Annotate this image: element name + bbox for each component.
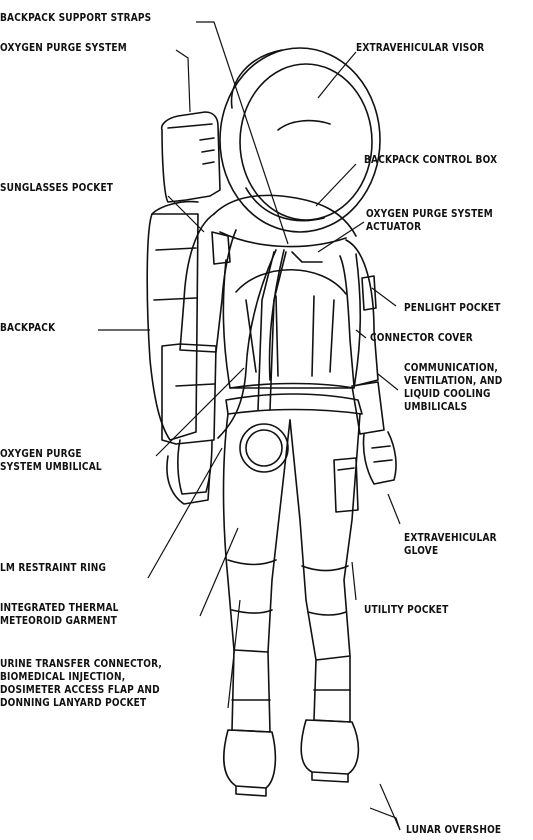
- label-oxygen-purge-system: OXYGEN PURGE SYSTEM: [0, 42, 127, 55]
- left-arm-shape: [162, 214, 236, 504]
- label-umbilicals: COMMUNICATION, VENTILATION, AND LIQUID C…: [404, 362, 502, 414]
- label-line: UMBILICALS: [404, 401, 502, 414]
- label-utility-pocket: UTILITY POCKET: [364, 604, 448, 617]
- label-line: URINE TRANSFER CONNECTOR,: [0, 658, 162, 671]
- label-line: BIOMEDICAL INJECTION,: [0, 671, 162, 684]
- label-line: INTEGRATED THERMAL: [0, 602, 119, 615]
- label-line: METEOROID GARMENT: [0, 615, 119, 628]
- right-arm-shape: [340, 240, 396, 484]
- label-line: EXTRAVEHICULAR: [404, 532, 497, 545]
- torso-shape: [214, 195, 362, 414]
- label-connector-cover: CONNECTOR COVER: [370, 332, 473, 345]
- label-line: VENTILATION, AND: [404, 375, 502, 388]
- label-urine-transfer-connector: URINE TRANSFER CONNECTOR, BIOMEDICAL INJ…: [0, 658, 162, 710]
- label-line: SYSTEM UMBILICAL: [0, 461, 102, 474]
- label-penlight-pocket: PENLIGHT POCKET: [404, 302, 501, 315]
- label-backpack-support-straps: BACKPACK SUPPORT STRAPS: [0, 12, 151, 25]
- label-line: OXYGEN PURGE: [0, 448, 102, 461]
- label-lm-restraint-ring: LM RESTRAINT RING: [0, 562, 106, 575]
- label-line: GLOVE: [404, 545, 497, 558]
- label-line: ACTUATOR: [366, 221, 493, 234]
- label-integrated-thermal-meteoroid-garment: INTEGRATED THERMAL METEOROID GARMENT: [0, 602, 119, 628]
- label-line: LIQUID COOLING: [404, 388, 502, 401]
- helmet-shape: [220, 48, 380, 232]
- legs-shape: [224, 414, 361, 660]
- label-backpack-control-box: BACKPACK CONTROL BOX: [364, 154, 497, 167]
- label-oxygen-purge-system-umbilical: OXYGEN PURGE SYSTEM UMBILICAL: [0, 448, 102, 474]
- label-extravehicular-visor: EXTRAVEHICULAR VISOR: [356, 42, 484, 55]
- label-oxygen-purge-system-actuator: OXYGEN PURGE SYSTEM ACTUATOR: [366, 208, 493, 234]
- label-line: DONNING LANYARD POCKET: [0, 697, 162, 710]
- label-backpack: BACKPACK: [0, 322, 55, 335]
- label-extravehicular-glove: EXTRAVEHICULAR GLOVE: [404, 532, 497, 558]
- label-lunar-overshoe: LUNAR OVERSHOE: [406, 824, 501, 837]
- label-sunglasses-pocket: SUNGLASSES POCKET: [0, 182, 113, 195]
- label-line: COMMUNICATION,: [404, 362, 502, 375]
- label-line: OXYGEN PURGE SYSTEM: [366, 208, 493, 221]
- backpack-shape: [147, 112, 220, 440]
- overshoes-shape: [224, 650, 359, 796]
- label-line: DOSIMETER ACCESS FLAP AND: [0, 684, 162, 697]
